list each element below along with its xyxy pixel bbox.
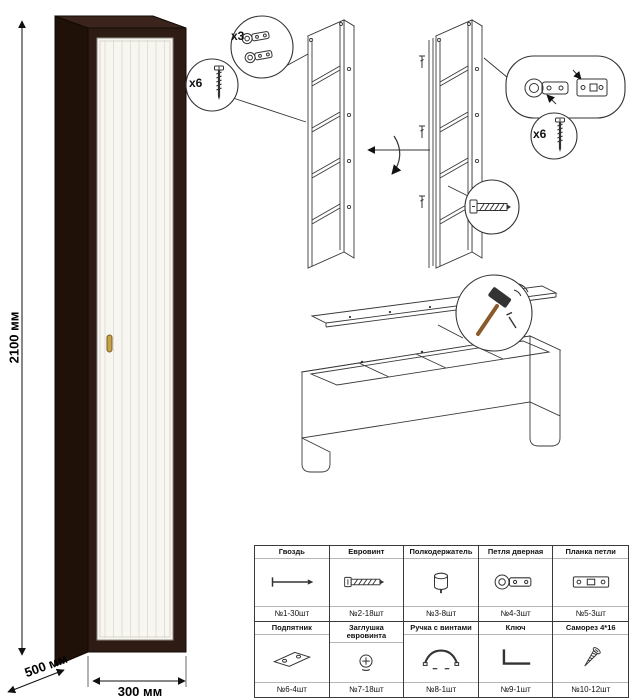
confirmat-screw-icon bbox=[469, 199, 511, 214]
screw-quantity-label-top: x6 bbox=[189, 76, 203, 90]
hinge-plate-icon bbox=[553, 559, 628, 606]
door-plank-grooves bbox=[104, 40, 165, 638]
handle-icon bbox=[404, 635, 478, 683]
part-count: №10-12шт bbox=[553, 682, 628, 697]
door-hinge-icon bbox=[479, 559, 553, 606]
part-cell-nail: Гвоздь №1-30шт bbox=[255, 546, 330, 622]
part-cell-hinge-plate: Планка петли №5-3шт bbox=[553, 546, 628, 622]
part-count: №9-1шт bbox=[478, 682, 553, 697]
confirmat-screw-icon bbox=[330, 559, 404, 606]
screw-cap-icon bbox=[330, 643, 404, 682]
foot-glide-icon bbox=[255, 635, 329, 683]
part-count: №6-4шт bbox=[255, 682, 329, 697]
part-cell-door-hinge: Петля дверная №4-3шт bbox=[478, 546, 554, 622]
exploded-panel-right bbox=[428, 19, 483, 269]
door-inner-edge bbox=[99, 40, 171, 638]
part-count: №3-8шт bbox=[404, 605, 478, 621]
part-name: Ключ bbox=[478, 622, 553, 635]
hinge-quantity-label: x3 bbox=[231, 29, 245, 43]
hex-key-icon bbox=[479, 635, 553, 683]
part-name: Полкодержатель bbox=[404, 546, 478, 559]
shelf-pin-icon bbox=[404, 559, 478, 606]
part-cell-confirmat: Евровинт №2-18шт bbox=[329, 546, 405, 622]
part-cell-shelf-pin: Полкодержатель №3-8шт bbox=[404, 546, 479, 622]
self-tapping-screw-icon bbox=[553, 635, 628, 683]
part-count: №4-3шт bbox=[478, 605, 553, 621]
nail-icon bbox=[255, 559, 329, 606]
hammer-callout bbox=[437, 274, 533, 352]
confirmat-screw-callout-top bbox=[185, 58, 307, 123]
wardrobe-illustration bbox=[54, 15, 187, 667]
part-cell-screw-cap: Заглушка евровинта №7-18шт bbox=[329, 621, 405, 697]
part-cell-foot-glide: Подпятник №6-4шт bbox=[255, 621, 330, 697]
width-dimension-label: 300 мм bbox=[117, 684, 163, 699]
wardrobe-side-panel bbox=[54, 15, 89, 667]
part-name: Планка петли bbox=[553, 546, 628, 559]
part-count: №5-3шт bbox=[553, 605, 628, 621]
part-cell-hex-key: Ключ №9-1шт bbox=[478, 621, 554, 697]
part-count: №8-1шт bbox=[404, 682, 478, 697]
screw-quantity-label-right: x6 bbox=[533, 127, 547, 141]
hinge-mounting-detail-callout bbox=[483, 55, 626, 119]
dimension-arrows bbox=[7, 20, 187, 694]
part-count: №7-18шт bbox=[329, 682, 404, 697]
part-name: Ручка с винтами bbox=[404, 622, 478, 635]
depth-arrow bbox=[7, 668, 65, 694]
loose-screws-markers bbox=[419, 55, 425, 208]
carcass-box bbox=[300, 335, 562, 473]
hinge-callout bbox=[230, 15, 309, 79]
door-handle bbox=[106, 334, 113, 353]
part-count: №2-18шт bbox=[329, 605, 404, 621]
part-cell-self-tapping-screw: Саморез 4*16 №10-12шт bbox=[553, 622, 628, 698]
screw-callout-right bbox=[530, 112, 578, 160]
exploded-panel-left bbox=[307, 19, 355, 269]
hammer-icon bbox=[476, 283, 529, 336]
part-name: Саморез 4*16 bbox=[553, 622, 628, 635]
part-name: Евровинт bbox=[329, 546, 404, 559]
part-cell-handle: Ручка с винтами №8-1шт bbox=[404, 621, 479, 697]
part-count: №1-30шт bbox=[255, 605, 329, 621]
parts-table: Гвоздь №1-30шт Евровинт bbox=[254, 545, 629, 698]
part-name: Петля дверная bbox=[478, 546, 553, 559]
part-name: Подпятник bbox=[255, 622, 329, 635]
confirmat-screw-callout-mid bbox=[447, 179, 520, 235]
join-direction-arrow bbox=[391, 135, 402, 175]
part-name: Заглушка евровинта bbox=[329, 622, 404, 643]
part-name: Гвоздь bbox=[255, 546, 329, 559]
height-dimension-label: 2100 мм bbox=[6, 311, 22, 364]
